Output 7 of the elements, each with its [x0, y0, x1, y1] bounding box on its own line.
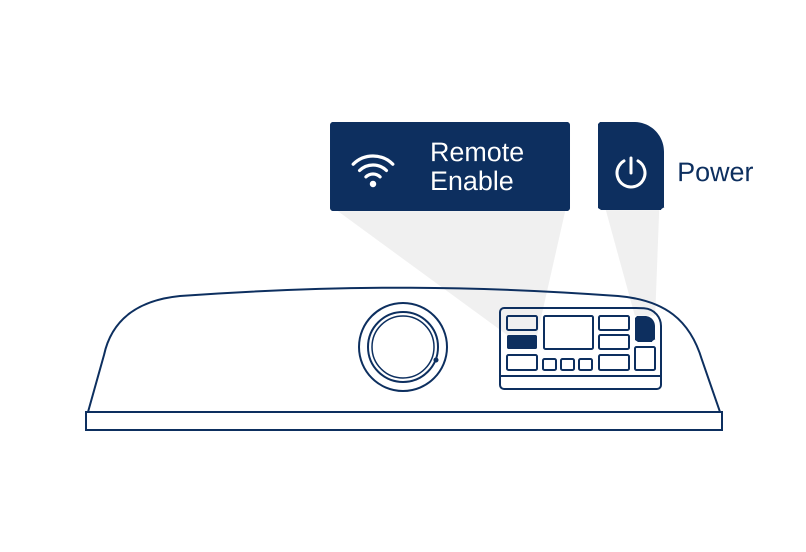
light-beam: [606, 210, 660, 316]
remote-enable-callout: Remote Enable: [330, 122, 570, 211]
remote-enable-button: [507, 334, 537, 349]
light-beam: [338, 211, 566, 335]
power-button: [635, 316, 656, 342]
power-callout: [598, 122, 753, 210]
power-label: Power: [679, 162, 753, 182]
